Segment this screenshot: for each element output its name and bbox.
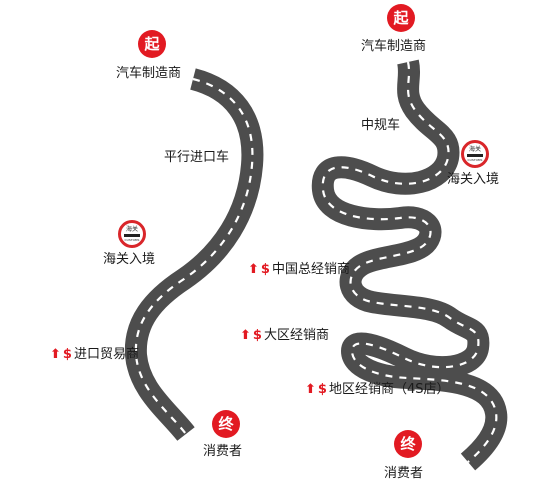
- right-road: [311, 59, 508, 471]
- right-regional-arrow-icon: ⬆: [240, 328, 251, 343]
- left-trader-money-icon: $: [62, 347, 72, 362]
- left-trader-arrow-icon: ⬆: [50, 347, 61, 362]
- left-trader-label: 进口贸易商: [73, 347, 139, 362]
- right-customs-icon-text: 海关: [468, 146, 481, 153]
- left-customs-icon: 海关 CUSTOMS: [118, 220, 146, 248]
- left-start-badge: 起: [138, 30, 166, 58]
- left-road: [124, 68, 264, 441]
- right-regional-money-icon: $: [252, 328, 262, 343]
- right-customs-label: 海关入境: [447, 172, 500, 187]
- right-consumer-label: 消费者: [384, 466, 424, 481]
- right-local-dealer-label: 地区经销商（4S店）: [328, 382, 450, 397]
- right-customs-icon-subtext: CUSTOMS: [467, 158, 483, 162]
- left-trader-row: ⬆$进口贸易商: [50, 347, 139, 363]
- right-regional-dealer-row: ⬆$大区经销商: [240, 328, 329, 344]
- left-end-badge: 终: [212, 410, 240, 438]
- right-local-money-icon: $: [317, 382, 327, 397]
- right-start-badge: 起: [387, 4, 415, 32]
- right-national-arrow-icon: ⬆: [248, 262, 259, 277]
- right-local-arrow-icon: ⬆: [305, 382, 316, 397]
- right-national-dealer-row: ⬆$中国总经销商: [248, 262, 350, 278]
- right-customs-icon-bar: [467, 154, 483, 157]
- left-customs-icon-text: 海关: [125, 226, 138, 233]
- left-customs-label: 海关入境: [103, 252, 156, 267]
- right-route-label: 中规车: [361, 118, 401, 133]
- right-local-dealer-row: ⬆$地区经销商（4S店）: [305, 382, 449, 398]
- left-consumer-label: 消费者: [203, 444, 243, 459]
- left-manufacturer-label: 汽车制造商: [116, 66, 182, 81]
- left-customs-icon-bar: [124, 234, 140, 237]
- left-customs-icon-subtext: CUSTOMS: [124, 238, 140, 242]
- right-national-dealer-label: 中国总经销商: [271, 262, 350, 277]
- left-route-label: 平行进口车: [164, 150, 230, 165]
- right-national-money-icon: $: [260, 262, 270, 277]
- right-end-badge: 终: [394, 430, 422, 458]
- right-regional-dealer-label: 大区经销商: [263, 328, 329, 343]
- right-customs-icon: 海关 CUSTOMS: [461, 140, 489, 168]
- right-manufacturer-label: 汽车制造商: [361, 39, 427, 54]
